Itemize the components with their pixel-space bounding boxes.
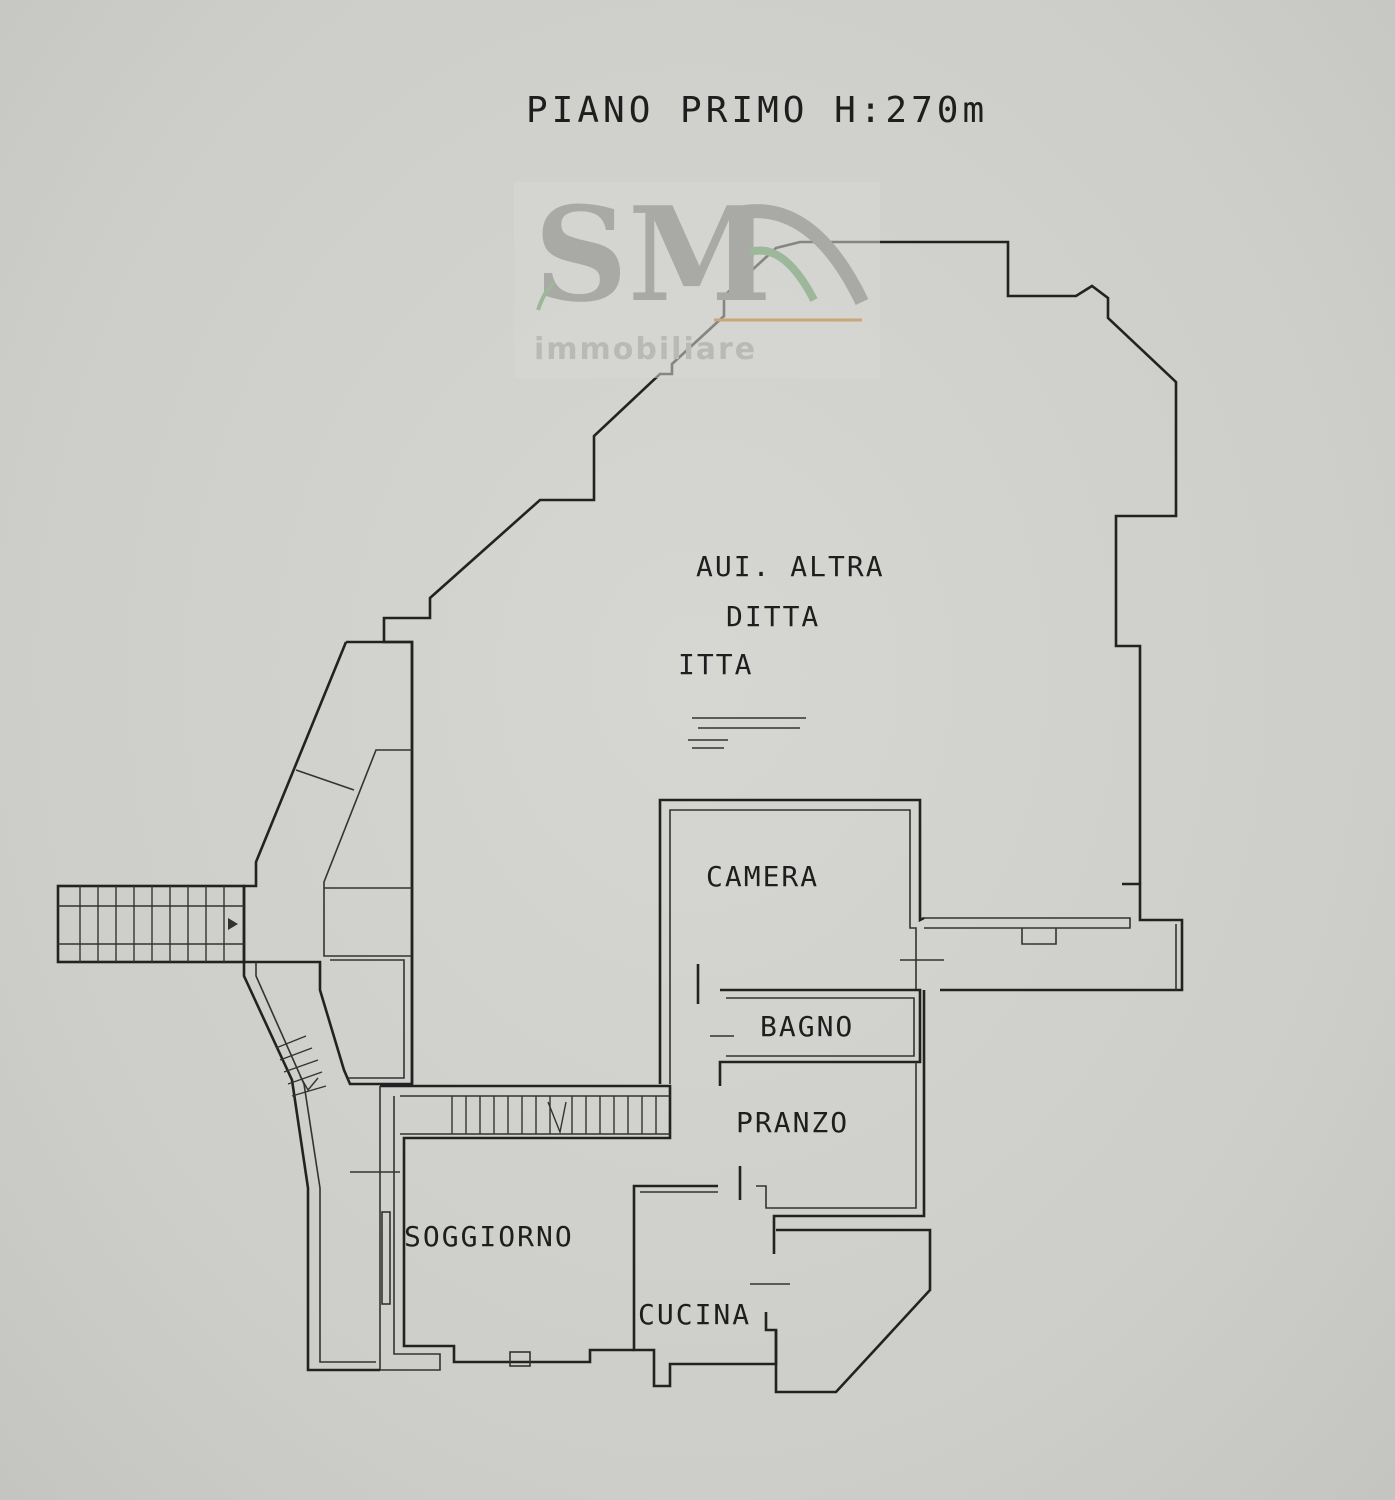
strike-marks <box>688 717 806 749</box>
window-south <box>509 1351 531 1367</box>
window-west <box>381 1211 391 1305</box>
balcony-notch <box>1021 928 1057 945</box>
soggiorno-outer <box>379 1086 441 1371</box>
room-label-aux-line3: ITTA <box>678 648 754 681</box>
bagno-wall <box>718 988 922 1086</box>
west-ramp-outer <box>242 962 380 1372</box>
camera-inner-wall <box>669 809 917 1084</box>
room-label-soggiorno: SOGGIORNO <box>404 1220 574 1253</box>
room-label-aux-line1: AUI. ALTRA <box>696 550 885 583</box>
camera-wall <box>658 798 925 1084</box>
room-label-bagno: BAGNO <box>760 1010 855 1043</box>
sm-logo-icon: SM <box>534 182 869 331</box>
soggiorno-wall <box>380 1084 672 1364</box>
watermark-text: immobiliare <box>534 332 758 367</box>
interior-stairs <box>400 1095 670 1135</box>
room-label-cucina: CUCINA <box>638 1298 752 1331</box>
cucina-wall <box>632 1184 778 1388</box>
balcony-wall <box>940 882 1184 992</box>
west-tower-outer <box>242 640 414 1086</box>
svg-text:SM: SM <box>534 182 772 331</box>
balcony-inner-line <box>924 917 1131 929</box>
room-label-camera: CAMERA <box>706 860 820 893</box>
pranzo-inner <box>756 1062 917 1209</box>
room-label-pranzo: PRANZO <box>736 1106 850 1139</box>
ramp-steps <box>275 1035 327 1097</box>
pranzo-wall <box>772 990 926 1254</box>
angled-room-wall <box>774 1228 932 1394</box>
plan-title: PIANO PRIMO H:270m <box>526 90 989 131</box>
tower-diagonal <box>295 769 355 791</box>
west-ramp-inner <box>255 962 376 1363</box>
bagno-inner <box>726 997 915 1057</box>
west-tower-inner <box>323 749 412 957</box>
watermark-logo: SM immobiliare <box>514 182 880 378</box>
room-label-aux-line2: DITTA <box>726 600 821 633</box>
west-lower-flight <box>330 959 405 1079</box>
external-stairs-west <box>56 884 246 964</box>
